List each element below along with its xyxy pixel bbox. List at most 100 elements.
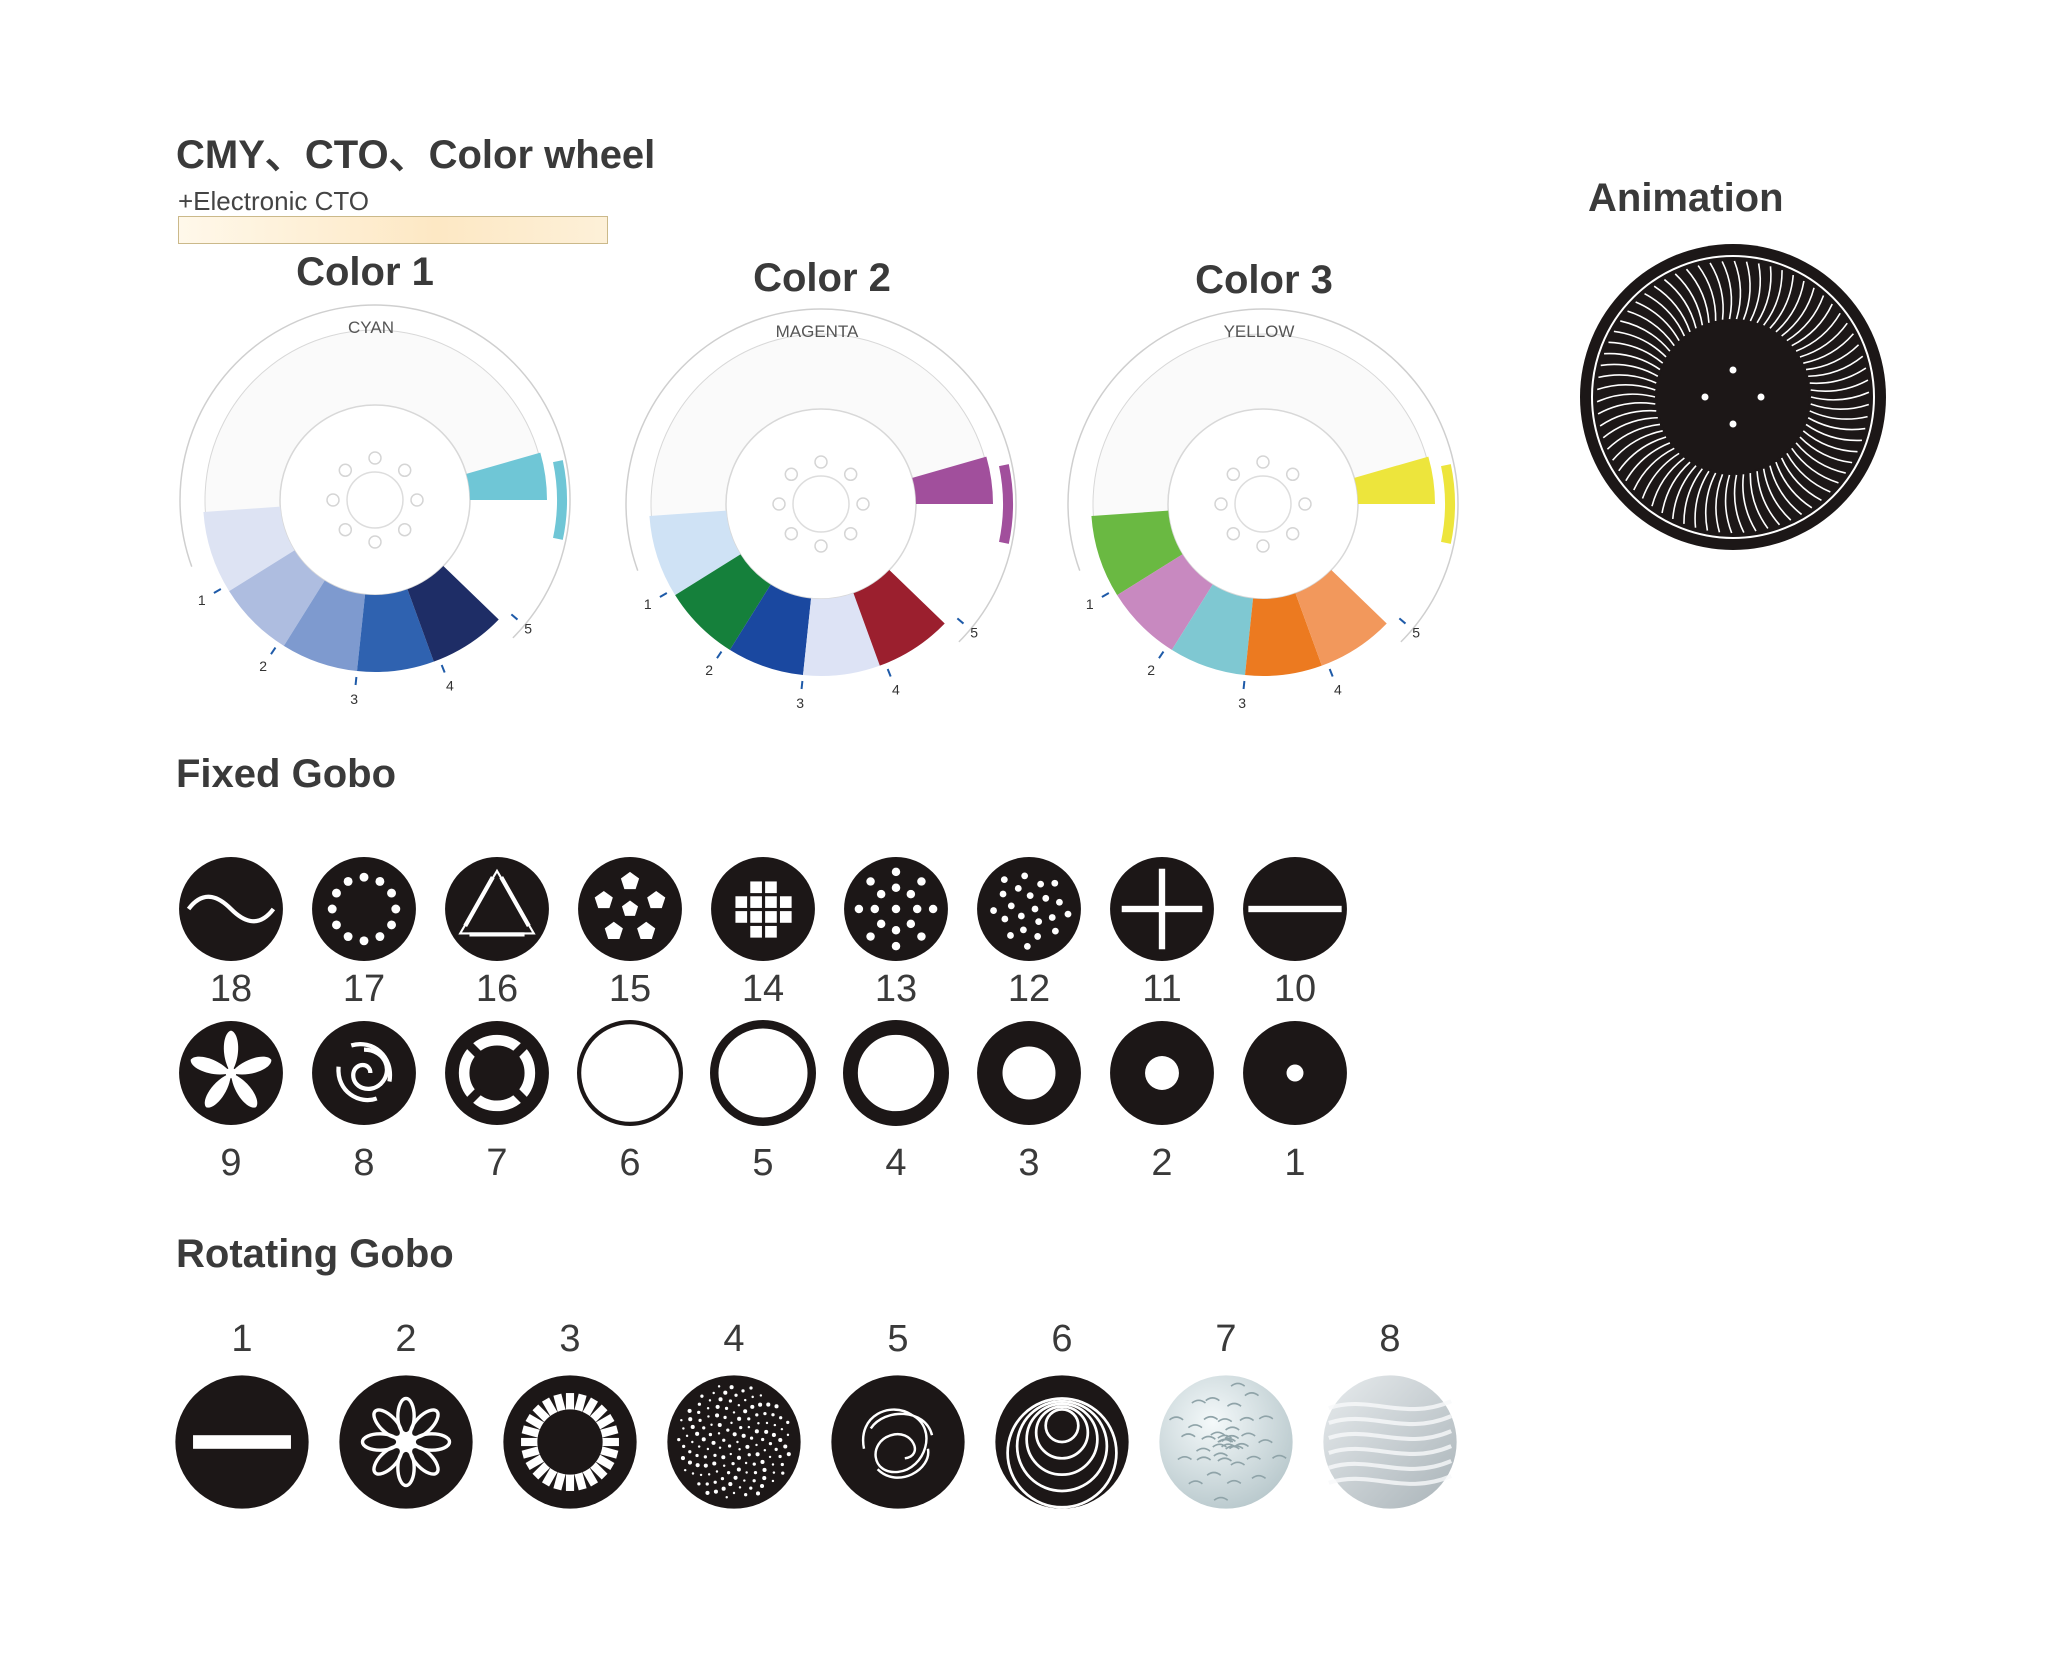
color-tab (1441, 464, 1455, 544)
fixed-gobo-1 (1243, 1021, 1347, 1125)
fixed-gobo-number: 16 (475, 968, 519, 1010)
wheel-title-3: Color 3 (1195, 258, 1333, 302)
rotating-gobo-8 (1323, 1375, 1457, 1509)
fixed-gobo-5 (710, 1020, 816, 1126)
fixed-gobo-16 (445, 857, 549, 961)
color-wheel-1: CYAN 1 2 3 4 5 (179, 304, 571, 707)
rotating-gobo-title: Rotating Gobo (176, 1232, 454, 1276)
rotating-gobo-2 (339, 1375, 473, 1509)
fixed-gobo-number: 2 (1151, 1142, 1173, 1184)
color-segment (912, 456, 993, 504)
rotating-gobo-6 (995, 1375, 1129, 1509)
rotating-gobo-4 (667, 1375, 801, 1509)
tick-label: 3 (1238, 695, 1246, 711)
rotating-gobo-number: 2 (395, 1318, 417, 1360)
tick-label: 5 (524, 621, 532, 637)
fixed-gobo-13 (844, 857, 948, 961)
fixed-gobo-number: 3 (1018, 1142, 1040, 1184)
color-tab (999, 464, 1013, 544)
cto-gradient-bar (178, 216, 608, 244)
fixed-gobo-number: 13 (874, 968, 918, 1010)
color-segment (1245, 593, 1322, 676)
fixed-gobo-7 (445, 1021, 549, 1125)
fixed-gobo-4 (843, 1020, 949, 1126)
wheel-label: MAGENTA (776, 322, 859, 341)
fixed-gobo-18 (179, 857, 283, 961)
color-segment (649, 510, 741, 596)
wheel-title-1: Color 1 (296, 250, 434, 294)
color-segment (1354, 456, 1435, 504)
fixed-gobo-15 (578, 857, 682, 961)
wheel-title-2: Color 2 (753, 256, 891, 300)
tick-label: 3 (796, 695, 804, 711)
color-segment (1091, 510, 1183, 596)
fixed-gobo-17 (312, 857, 416, 961)
rotating-gobo-1 (175, 1375, 309, 1509)
fixed-gobo-number: 9 (220, 1142, 242, 1184)
color-tab (553, 460, 567, 540)
wheel-label: YELLOW (1224, 322, 1295, 341)
rotating-gobo-number: 7 (1215, 1318, 1237, 1360)
color-segment (407, 565, 499, 662)
animation-wheel (1580, 244, 1886, 550)
rotating-gobo-number: 8 (1379, 1318, 1401, 1360)
color-segment (283, 580, 366, 672)
tick-label: 5 (970, 625, 978, 641)
fixed-gobo-14 (711, 857, 815, 961)
color-wheel-3: YELLOW 1 2 3 4 5 (1067, 308, 1459, 711)
cto-label: +Electronic CTO (178, 186, 369, 216)
fixed-gobo-number: 15 (608, 968, 652, 1010)
page-title: CMY、CTO、Color wheel (176, 133, 656, 177)
rotating-gobo-7 (1159, 1375, 1293, 1509)
tick-label: 4 (446, 677, 454, 693)
color-segment (1295, 569, 1387, 666)
wheel-label: CYAN (348, 318, 394, 337)
fixed-gobo-number: 14 (741, 968, 785, 1010)
rotating-gobo-number: 6 (1051, 1318, 1073, 1360)
fixed-gobo-number: 12 (1007, 968, 1051, 1010)
color-wheel-2: MAGENTA 1 2 3 4 5 (625, 308, 1017, 711)
color-segment (803, 593, 880, 676)
fixed-gobo-number: 1 (1284, 1142, 1306, 1184)
animation-title: Animation (1588, 176, 1784, 220)
tick-label: 2 (705, 662, 713, 678)
tick-label: 3 (350, 691, 358, 707)
fixed-gobo-title: Fixed Gobo (176, 752, 396, 796)
color-segment (1117, 554, 1213, 650)
rotating-gobo-3 (503, 1375, 637, 1509)
tick-label: 1 (644, 596, 652, 612)
rotating-gobo-number: 5 (887, 1318, 909, 1360)
tick-label: 1 (1086, 596, 1094, 612)
tick-label: 2 (1147, 662, 1155, 678)
color-segment (466, 452, 547, 500)
fixed-gobo-number: 8 (353, 1142, 375, 1184)
rotating-gobo-number: 1 (231, 1318, 253, 1360)
rotating-gobo-5 (831, 1375, 965, 1509)
rotating-gobo-number: 4 (723, 1318, 745, 1360)
fixed-gobo-10 (1243, 857, 1347, 961)
fixed-gobo-number: 17 (342, 968, 386, 1010)
tick-label: 5 (1412, 625, 1420, 641)
tick-label: 2 (259, 658, 267, 674)
fixed-gobo-2 (1110, 1021, 1214, 1125)
fixed-gobo-number: 5 (752, 1142, 774, 1184)
color-segment (203, 506, 295, 592)
fixed-gobo-number: 18 (209, 968, 253, 1010)
tick-label: 1 (198, 592, 206, 608)
color-segment (229, 550, 325, 646)
fixed-gobo-3 (977, 1021, 1081, 1125)
color-segment (675, 554, 771, 650)
rotating-gobo-number: 3 (559, 1318, 581, 1360)
fixed-gobo-number: 4 (885, 1142, 907, 1184)
fixed-gobo-number: 7 (486, 1142, 508, 1184)
color-segment (357, 589, 434, 672)
color-segment (729, 584, 812, 676)
color-segment (1171, 584, 1254, 676)
fixed-gobo-12 (977, 857, 1081, 961)
fixed-gobo-number: 6 (619, 1142, 641, 1184)
tick-label: 4 (1334, 681, 1342, 697)
fixed-gobo-9 (179, 1021, 283, 1125)
tick-label: 4 (892, 681, 900, 697)
fixed-gobo-number: 10 (1273, 968, 1317, 1010)
fixed-gobo-number: 11 (1142, 968, 1182, 1010)
